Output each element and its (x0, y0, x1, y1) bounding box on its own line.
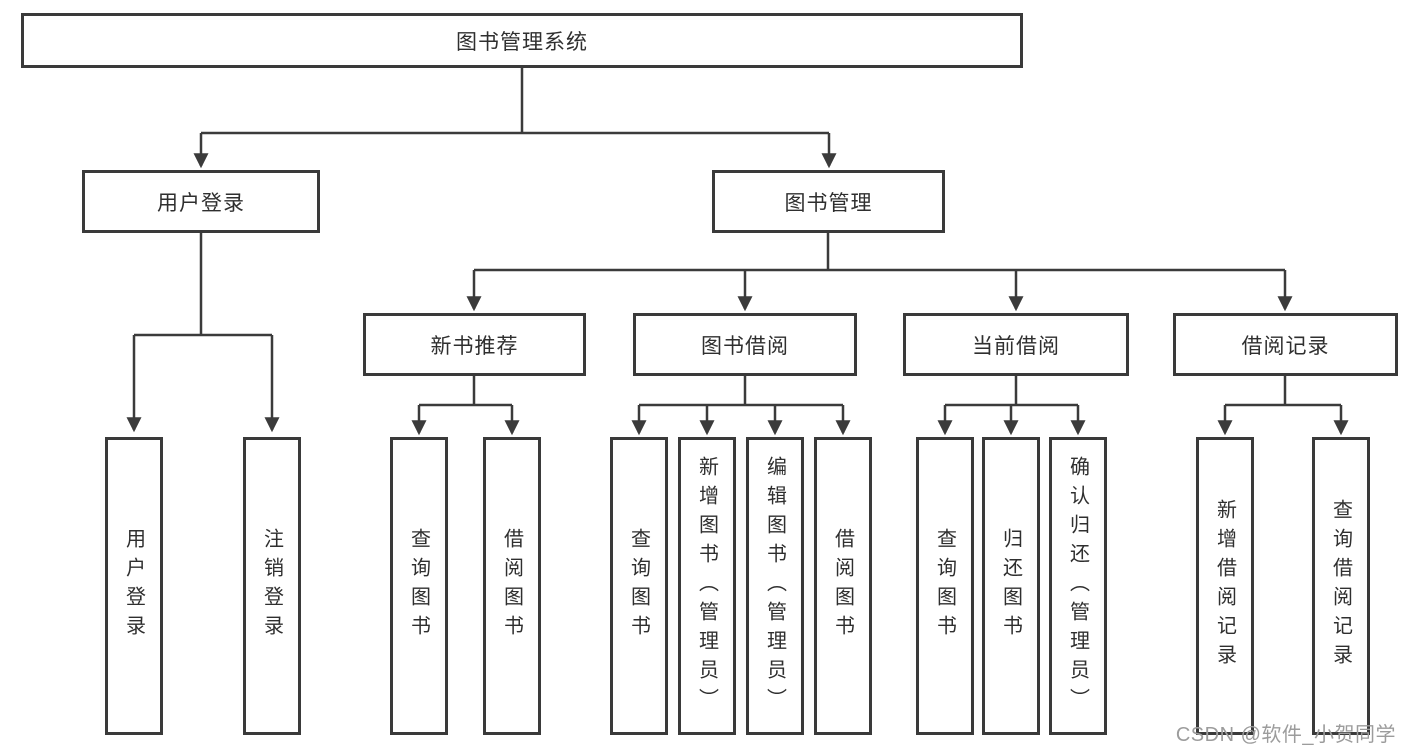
leaf-add-book-admin: 新增图书（管理员） (678, 437, 736, 735)
leaf-return-books: 归还图书 (982, 437, 1040, 735)
node-current-borrowing: 当前借阅 (903, 313, 1129, 376)
leaf-query-borrow-record: 查询借阅记录 (1312, 437, 1370, 735)
leaf-edit-book-admin: 编辑图书（管理员） (746, 437, 804, 735)
leaf-borrow-books-recommend: 借阅图书 (483, 437, 541, 735)
node-borrowing-records: 借阅记录 (1173, 313, 1398, 376)
leaf-add-borrow-record: 新增借阅记录 (1196, 437, 1254, 735)
node-book-management: 图书管理 (712, 170, 945, 233)
leaf-user-login: 用户登录 (105, 437, 163, 735)
leaf-query-books-recommend: 查询图书 (390, 437, 448, 735)
leaf-query-books-current: 查询图书 (916, 437, 974, 735)
node-user-login: 用户登录 (82, 170, 320, 233)
leaf-query-books-borrowing: 查询图书 (610, 437, 668, 735)
node-new-book-recommend: 新书推荐 (363, 313, 586, 376)
node-root-library-management-system: 图书管理系统 (21, 13, 1023, 68)
leaf-confirm-return-admin: 确认归还（管理员） (1049, 437, 1107, 735)
leaf-borrow-books-borrowing: 借阅图书 (814, 437, 872, 735)
csdn-watermark: CSDN @软件_小贺同学 (1175, 724, 1396, 746)
leaf-logout: 注销登录 (243, 437, 301, 735)
node-book-borrowing: 图书借阅 (633, 313, 857, 376)
